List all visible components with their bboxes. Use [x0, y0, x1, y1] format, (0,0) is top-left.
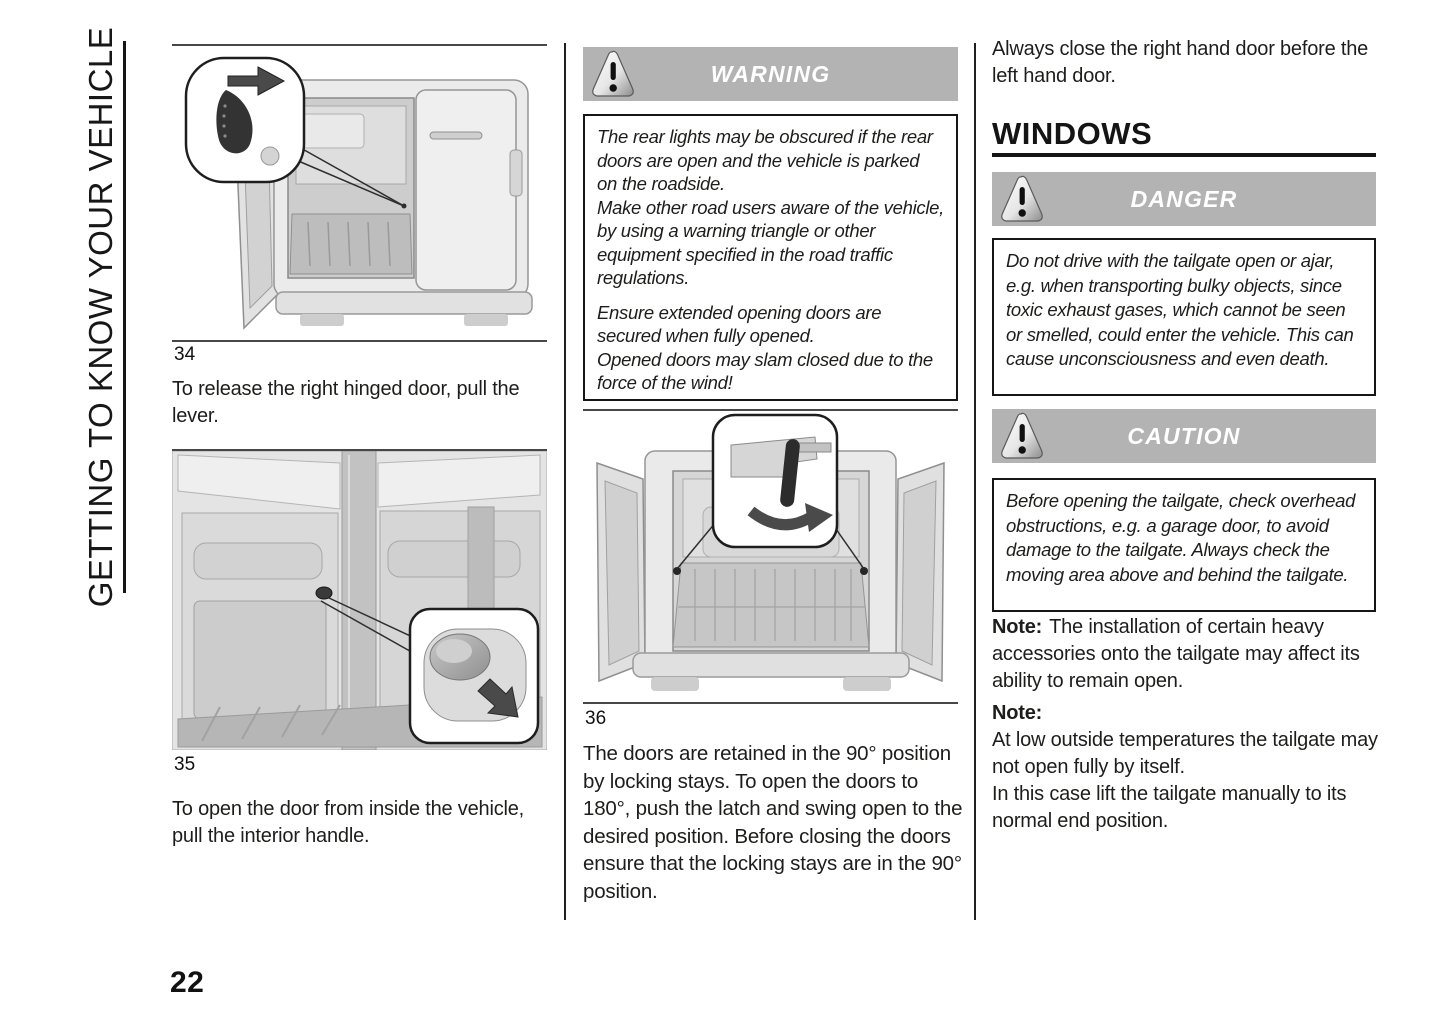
warning-text-box: The rear lights may be obscured if the r…	[583, 114, 958, 401]
page-number: 22	[170, 966, 205, 999]
middle-paragraph-locking-stays: The doors are retained in the 90° positi…	[583, 742, 963, 903]
figure-34	[172, 44, 547, 342]
caution-text-box: Before opening the tailgate, check overh…	[992, 478, 1376, 612]
figure-36-caption: 36	[585, 708, 607, 729]
caution-text: Before opening the tailgate, check overh…	[1006, 490, 1356, 585]
warning-banner-label: WARNING	[710, 60, 831, 87]
figure-35-illustration	[172, 451, 547, 750]
figure-35	[172, 449, 547, 750]
danger-text: Do not drive with the tailgate open or a…	[1006, 250, 1354, 369]
column-divider-right	[974, 43, 976, 920]
left-paragraph-release-lever: To release the right hinged door, pull t…	[172, 378, 520, 427]
note-label: Note:	[992, 702, 1043, 724]
note-text: The installation of certain heavy access…	[992, 616, 1360, 692]
note-label: Note:	[992, 616, 1043, 638]
figure-35-caption: 35	[174, 754, 196, 775]
note-text-line: At low outside temperatures the tailgate…	[992, 729, 1378, 778]
note-low-temperature: Note: At low outside temperatures the ta…	[992, 700, 1384, 835]
warning-text-line: Make other road users aware of the vehic…	[597, 196, 945, 289]
danger-text-box: Do not drive with the tailgate open or a…	[992, 238, 1376, 396]
danger-banner: DANGER	[992, 172, 1376, 226]
note-text-line: In this case lift the tailgate manually …	[992, 783, 1347, 832]
warning-triangle-icon	[592, 50, 634, 97]
release-lever-inset	[184, 56, 306, 184]
warning-text-line: The rear lights may be obscured if the r…	[597, 126, 933, 194]
danger-banner-label: DANGER	[1130, 185, 1238, 212]
figure-36-illustration	[596, 413, 945, 691]
windows-section-heading: WINDOWS	[992, 116, 1153, 151]
left-paragraph-interior-handle: To open the door from inside the vehicle…	[172, 798, 525, 847]
figure-36	[583, 409, 958, 704]
warning-triangle-icon	[1001, 175, 1043, 222]
column-divider-left	[564, 43, 566, 920]
caution-banner-label: CAUTION	[1127, 422, 1241, 449]
figure-34-illustration	[184, 56, 533, 330]
windows-heading-rule	[992, 153, 1376, 157]
right-paragraph-door-order: Always close the right hand door before …	[992, 38, 1369, 87]
locking-stay-inset	[711, 413, 839, 549]
note-accessories: Note:The installation of certain heavy a…	[992, 614, 1384, 695]
figure-34-caption: 34	[174, 344, 196, 365]
chapter-title-vertical: GETTING TO KNOW YOUR VEHICLE	[80, 27, 126, 607]
warning-text-line: Opened doors may slam closed due to the …	[597, 348, 933, 394]
warning-text-line: Ensure extended opening doors are secure…	[597, 301, 882, 347]
warning-banner: WARNING	[583, 47, 958, 101]
interior-handle-inset	[408, 607, 540, 745]
caution-banner: CAUTION	[992, 409, 1376, 463]
warning-triangle-icon	[1001, 412, 1043, 459]
